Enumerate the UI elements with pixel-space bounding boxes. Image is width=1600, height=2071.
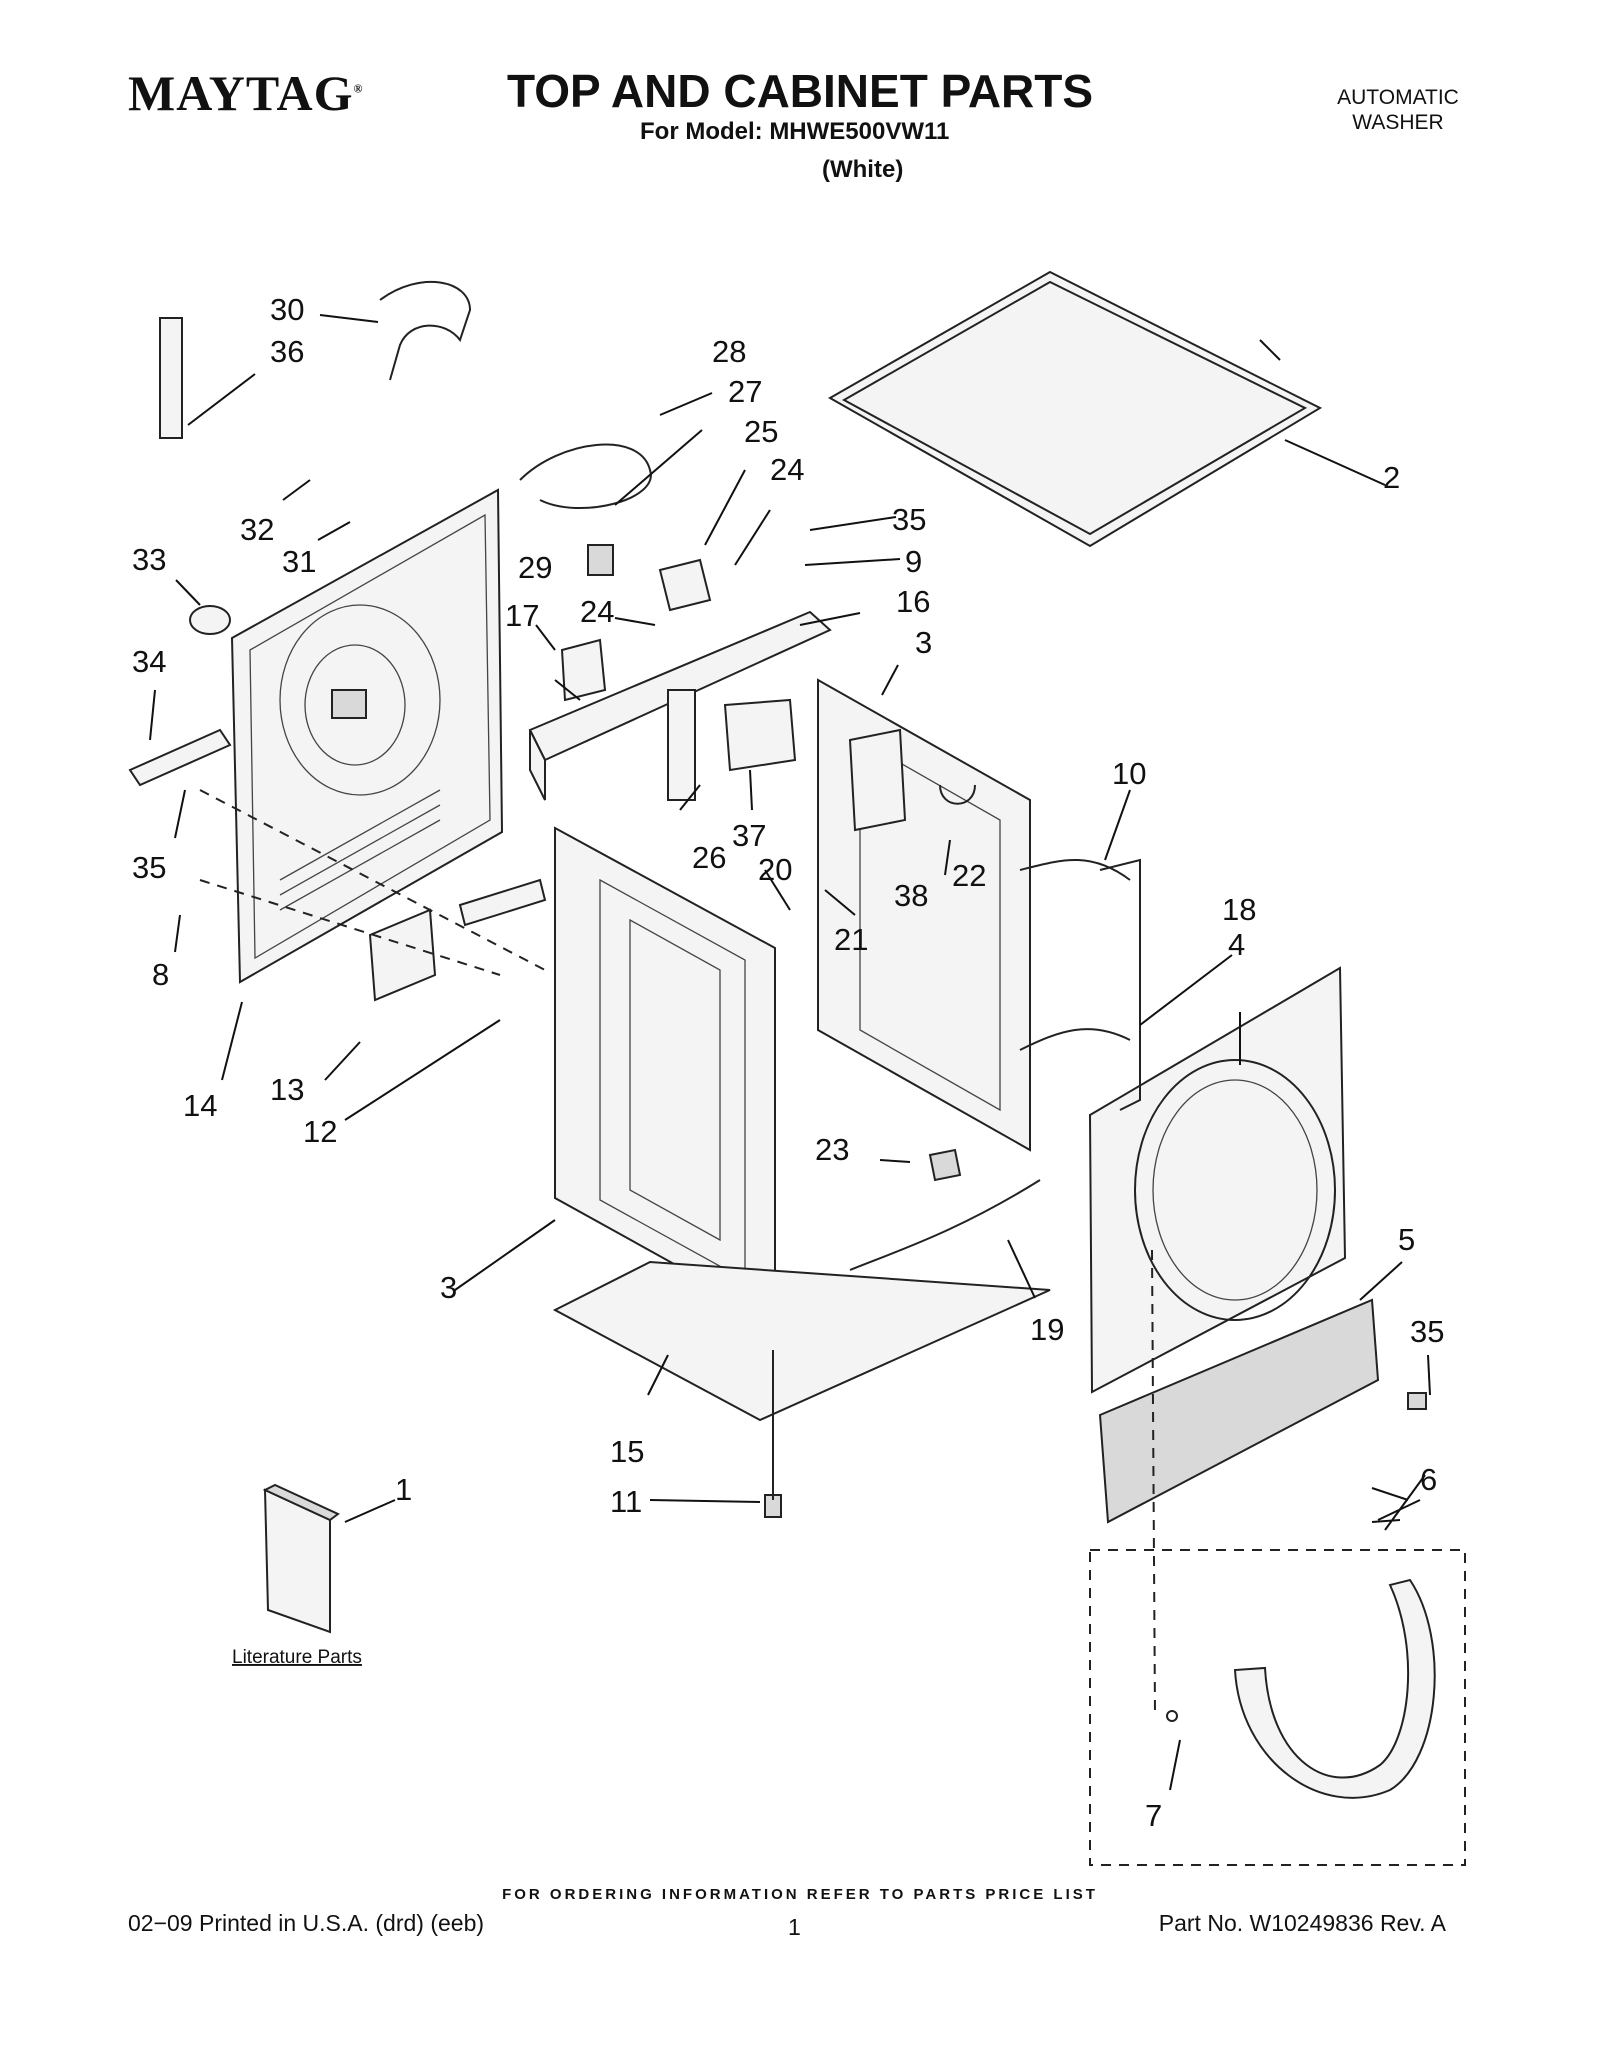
callout-35-top: 35 bbox=[892, 502, 926, 537]
callout-14: 14 bbox=[183, 1088, 217, 1123]
top-panel bbox=[827, 270, 1323, 548]
callout-29: 29 bbox=[518, 550, 552, 585]
leader-lines bbox=[149, 314, 1431, 1791]
callout-27: 27 bbox=[728, 374, 762, 409]
callout-25: 25 bbox=[744, 414, 778, 449]
brand-logo: MAYTAG® bbox=[128, 64, 363, 122]
callout-18: 18 bbox=[1222, 892, 1256, 927]
callout-3-right: 3 bbox=[915, 625, 932, 660]
brand-name: MAYTAG bbox=[128, 65, 354, 121]
callout-9: 9 bbox=[905, 544, 922, 579]
callout-1: 1 bbox=[395, 1472, 412, 1507]
small-parts bbox=[128, 280, 1427, 1722]
literature-parts-label: Literature Parts bbox=[232, 1647, 362, 1668]
callout-32: 32 bbox=[240, 512, 274, 547]
callout-8: 8 bbox=[152, 957, 169, 992]
door-trim-group bbox=[1089, 1549, 1466, 1866]
callout-36: 36 bbox=[270, 334, 304, 369]
callout-5: 5 bbox=[1398, 1222, 1415, 1257]
callout-33: 33 bbox=[132, 542, 166, 577]
print-info: 02−09 Printed in U.S.A. (drd) (eeb) bbox=[128, 1910, 485, 1936]
callout-38: 38 bbox=[894, 878, 928, 913]
part-number: Part No. W10249836 Rev. A bbox=[1158, 1910, 1446, 1936]
callout-3-left: 3 bbox=[440, 1270, 457, 1305]
callout-24-top: 24 bbox=[770, 452, 804, 487]
side-panel-left bbox=[554, 826, 776, 1322]
callout-20: 20 bbox=[758, 852, 792, 887]
callout-30: 30 bbox=[270, 292, 304, 327]
callout-31: 31 bbox=[282, 544, 316, 579]
callout-35-right: 35 bbox=[1410, 1314, 1444, 1349]
callout-4: 4 bbox=[1228, 927, 1245, 962]
product-type-line-2: WASHER bbox=[1352, 111, 1444, 134]
callout-6: 6 bbox=[1420, 1462, 1437, 1497]
callout-2: 2 bbox=[1383, 460, 1400, 495]
callout-34: 34 bbox=[132, 644, 166, 679]
rear-panel bbox=[230, 488, 504, 984]
base-plate bbox=[552, 1260, 1051, 1422]
callout-37: 37 bbox=[732, 818, 766, 853]
callout-26: 26 bbox=[692, 840, 726, 875]
model-line: For Model: MHWE500VW11 bbox=[640, 118, 950, 145]
callout-21: 21 bbox=[834, 922, 868, 957]
callout-12: 12 bbox=[303, 1114, 337, 1149]
console-bracket bbox=[528, 610, 832, 801]
toe-panel bbox=[1098, 1298, 1380, 1524]
callout-16: 16 bbox=[896, 584, 930, 619]
callout-17: 17 bbox=[505, 598, 539, 633]
callout-11: 11 bbox=[610, 1484, 642, 1519]
callout-35-left: 35 bbox=[132, 850, 166, 885]
literature-booklet bbox=[262, 1483, 340, 1634]
callout-7: 7 bbox=[1145, 1798, 1162, 1833]
callout-labels: 1 2 3 3 4 5 6 7 8 9 10 11 12 13 14 15 16… bbox=[132, 292, 1444, 1833]
brand-mark: ® bbox=[353, 81, 364, 96]
callout-19: 19 bbox=[1030, 1312, 1064, 1347]
page-title: TOP AND CABINET PARTS bbox=[506, 65, 1094, 117]
callout-13: 13 bbox=[270, 1072, 304, 1107]
color-line: (White) bbox=[822, 156, 904, 183]
ordering-note: FOR ORDERING INFORMATION REFER TO PARTS … bbox=[502, 1886, 1098, 1903]
product-type-line-1: AUTOMATIC bbox=[1337, 86, 1459, 109]
front-panel bbox=[1088, 966, 1347, 1394]
callout-23: 23 bbox=[815, 1132, 849, 1167]
callout-24-bottom: 24 bbox=[580, 594, 614, 629]
page-number: 1 bbox=[788, 1914, 801, 1940]
callout-10: 10 bbox=[1112, 756, 1146, 791]
callout-15: 15 bbox=[610, 1434, 644, 1469]
callout-22: 22 bbox=[952, 858, 986, 893]
callout-28: 28 bbox=[712, 334, 746, 369]
